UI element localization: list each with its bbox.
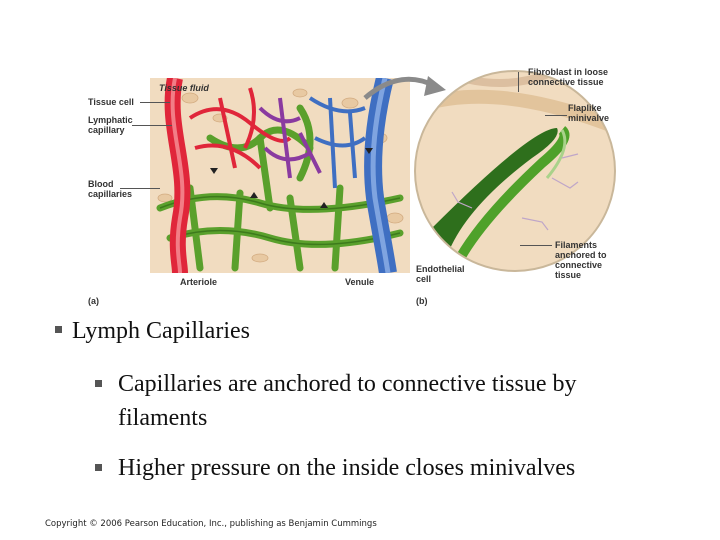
label-blood-capillaries: Blood capillaries [88, 179, 133, 199]
leader-line [545, 115, 567, 116]
panel-label-b: (b) [416, 296, 428, 306]
leader-line [518, 72, 519, 92]
bullet-main: Lymph Capillaries [55, 318, 250, 345]
label-lymphatic-capillary: Lymphatic capillary [88, 115, 133, 135]
bullet-square-icon [95, 380, 102, 387]
label-tissue-cell: Tissue cell [88, 97, 134, 107]
copyright-footer: Copyright © 2006 Pearson Education, Inc.… [45, 519, 377, 529]
bullet-square-icon [55, 325, 62, 333]
leader-line [140, 102, 170, 103]
bullet-main-text: Lymph Capillaries [72, 318, 250, 344]
leader-line [120, 188, 160, 189]
minivalve-closeup-illustration [414, 70, 616, 272]
label-flaplike-minivalve: Flaplike minivalve [568, 103, 610, 123]
bullet-sub-2: Higher pressure on the inside closes min… [95, 451, 655, 485]
leader-line [520, 245, 552, 246]
panel-label-a: (a) [88, 296, 99, 306]
capillary-bed-illustration [150, 78, 410, 273]
label-filaments: Filaments anchored to connective tissue [555, 240, 607, 280]
label-venule: Venule [345, 277, 375, 287]
zoom-arrow [363, 76, 446, 100]
bullet-square-icon [95, 464, 102, 471]
label-endothelial-cell: Endothelial cell [416, 264, 465, 284]
label-arteriole: Arteriole [180, 277, 218, 287]
label-fibroblast: Fibroblast in loose connective tissue [528, 67, 609, 87]
bullet-sub-1: Capillaries are anchored to connective t… [95, 367, 655, 435]
bullet-sub-1-text: Capillaries are anchored to connective t… [118, 371, 577, 431]
label-tissue-fluid: Tissue fluid [159, 83, 209, 93]
leader-line [132, 125, 172, 126]
bullet-sub-2-text: Higher pressure on the inside closes min… [118, 455, 576, 481]
